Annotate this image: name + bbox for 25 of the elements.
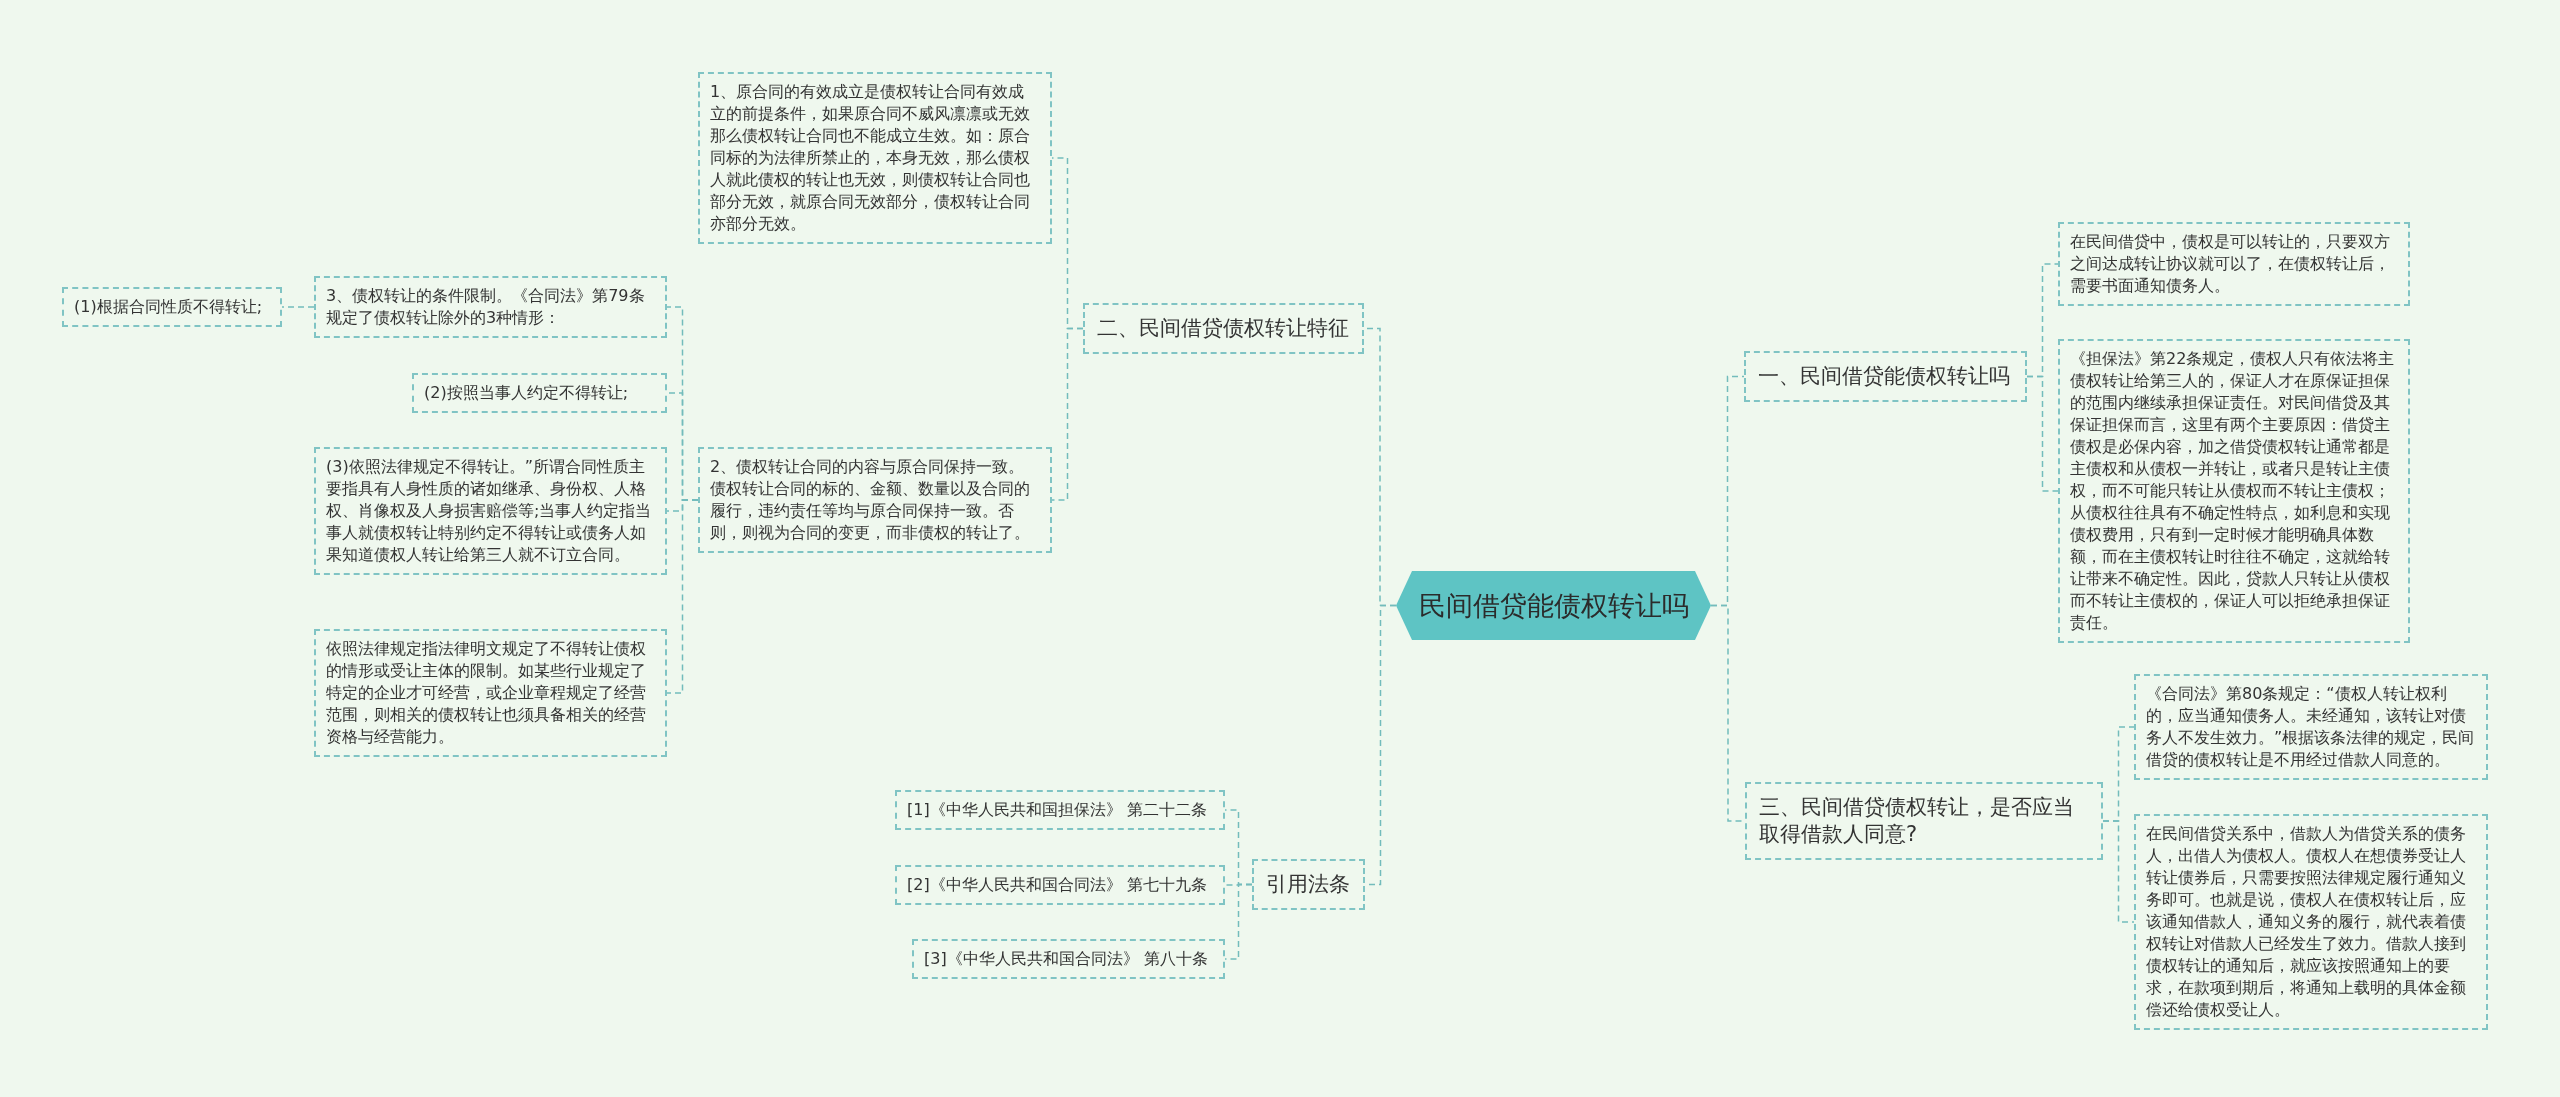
connector-line xyxy=(1224,883,1253,960)
detail-note: (1)根据合同性质不得转让; xyxy=(62,287,282,327)
detail-note: 《担保法》第22条规定，债权人只有依法将主债权转让给第三人的，保证人才在原保证担保的范围内继续承担保证责任。对民间借贷及其保证担保而言，这里有两个主要原因：借贷主债权是必保内容，加之借贷债权转让通常都是主债权和从债权一并转让，或者只是转让主债权，而不可能只转让从债权而不转让主债权；从债权往往具有不确定性特点，如利息和实现债权费用，只有到一定时候才能明确具体数额，而在主债权转让时往往不确定，这就给转让带来不确定性。因此，贷款人只转让从债权而不转让主债权的，保证人可以拒绝承担保证责任。 xyxy=(2058,339,2410,643)
central-topic-title: 民间借贷能债权转让吗 xyxy=(1418,589,1689,622)
detail-note: 在民间借贷中，债权是可以转让的，只要双方之间达成转让协议就可以了，在债权转让后，需要书面通知债务人。 xyxy=(2058,222,2410,306)
detail-note: [1]《中华人民共和国担保法》 第二十二条 xyxy=(895,790,1225,830)
connector-line xyxy=(2102,820,2135,923)
connector-line xyxy=(666,499,699,694)
connector-line xyxy=(2026,375,2059,492)
detail-note: (3)依照法律规定不得转让。”所谓合同性质主要指具有人身性质的诸如继承、身份权、人格权、肖像权及人身损害赔偿等;当事人约定指当事人就债权转让特别约定不得转让或债务人如果知道债权人转让给第三人就不订立合同。 xyxy=(314,447,667,575)
detail-note: 依照法律规定指法律明文规定了不得转让债权的情形或受让主体的限制。如某些行业规定了特定的企业才可经营，或企业章程规定了经营范围，则相关的债权转让也须具备相关的经营资格与经营能力。 xyxy=(314,629,667,757)
detail-note: [2]《中华人民共和国合同法》 第七十九条 xyxy=(895,865,1225,905)
detail-note: 在民间借贷关系中，借款人为借贷关系的债务人，出借人为债权人。债权人在想债券受让人转让债券后，只需要按照法律规定履行通知义务即可。也就是说，债权人在债权转让后，应该通知借款人，通知义务的履行，就代表着债权转让对借款人已经发生了效力。借款人接到债权转让的通知后，就应该按照通知上的要求，在款项到期后，将通知上载明的具体金额偿还给债权受让人。 xyxy=(2134,814,2488,1030)
branch-topic: 一、民间借贷能债权转让吗 xyxy=(1744,351,2027,402)
connector-line xyxy=(281,306,315,308)
detail-note: 《合同法》第80条规定：“债权人转让权利的，应当通知债务人。未经通知，该转让对债务人不发生效力。”根据该条法律的规定，民间借贷的债权转让是不用经过借款人同意的。 xyxy=(2134,674,2488,780)
detail-note: 3、债权转让的条件限制。《合同法》第79条规定了债权转让除外的3种情形： xyxy=(314,276,667,338)
branch-topic: 二、民间借贷债权转让特征 xyxy=(1083,303,1364,354)
detail-note: 1、原合同的有效成立是债权转让合同有效成立的前提条件，如果原合同不威风凛凛或无效那么债权转让合同也不能成立生效。如：原合同标的为法律所禁止的，本身无效，那么债权人就此债权的转让也无效，则债权转让合同也部分无效，就原合同无效部分，债权转让合同亦部分无效。 xyxy=(698,72,1052,244)
detail-note: 2、债权转让合同的内容与原合同保持一致。债权转让合同的标的、金额、数量以及合同的履行，违约责任等均与原合同保持一致。否则，则视为合同的变更，而非债权的转让了。 xyxy=(698,447,1052,553)
detail-note: [3]《中华人民共和国合同法》 第八十条 xyxy=(912,939,1225,979)
branch-topic: 三、民间借贷债权转让，是否应当取得借款人同意? xyxy=(1745,782,2103,860)
branch-topic: 引用法条 xyxy=(1252,859,1365,910)
connector-line xyxy=(1051,327,1084,501)
detail-note: (2)按照当事人约定不得转让; xyxy=(412,373,667,413)
